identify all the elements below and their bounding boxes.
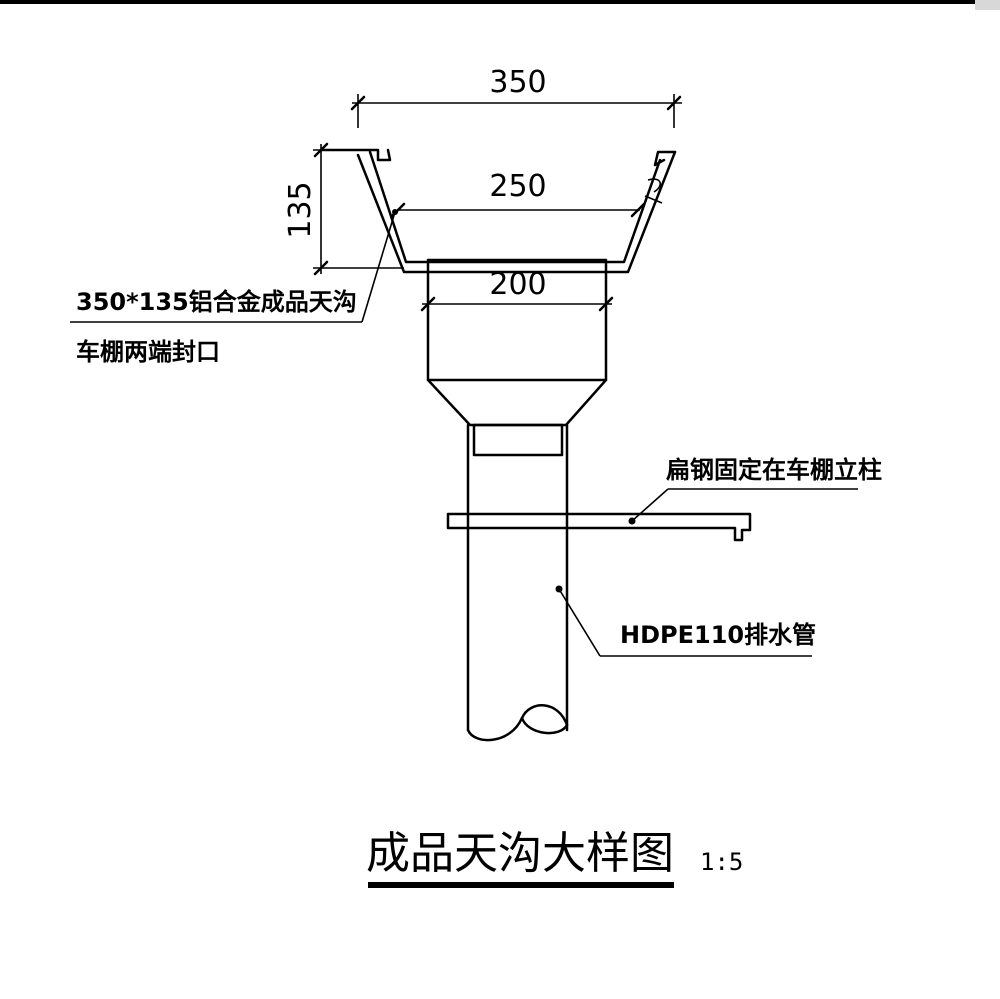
- leader-gutter-product: 350*135铝合金成品天沟 车棚两端封口: [70, 209, 398, 366]
- gutter-profile: [320, 148, 677, 274]
- dimension-250-label: 250: [489, 169, 546, 204]
- dimension-135: 135: [283, 142, 404, 276]
- dimension-200-label: 200: [489, 267, 546, 302]
- end-seal-label: 车棚两端封口: [76, 338, 220, 366]
- drawing-scale: 1:5: [700, 848, 743, 876]
- flat-steel-bracket: [446, 512, 752, 542]
- dimension-350: 350: [350, 65, 682, 128]
- leader-drain-pipe: HDPE110排水管: [555, 585, 816, 657]
- outlet-body: [426, 258, 608, 457]
- flat-steel-label: 扁钢固定在车棚立柱: [666, 456, 882, 484]
- drawing-title: 成品天沟大样图: [366, 828, 674, 879]
- leader-flat-steel: 扁钢固定在车棚立柱: [628, 456, 882, 525]
- dimension-250: 250: [390, 169, 646, 218]
- drain-pipe-label: HDPE110排水管: [620, 621, 816, 649]
- title-underline: [368, 882, 674, 888]
- corner-mark: [975, 0, 1000, 10]
- dimension-200: 200: [420, 267, 614, 312]
- dimension-135-label: 135: [283, 181, 318, 238]
- drain-pipe: [466, 423, 569, 742]
- dimension-350-label: 350: [489, 65, 546, 100]
- drawing-title-block: 成品天沟大样图 1:5: [366, 828, 743, 888]
- gutter-product-label: 350*135铝合金成品天沟: [76, 288, 357, 316]
